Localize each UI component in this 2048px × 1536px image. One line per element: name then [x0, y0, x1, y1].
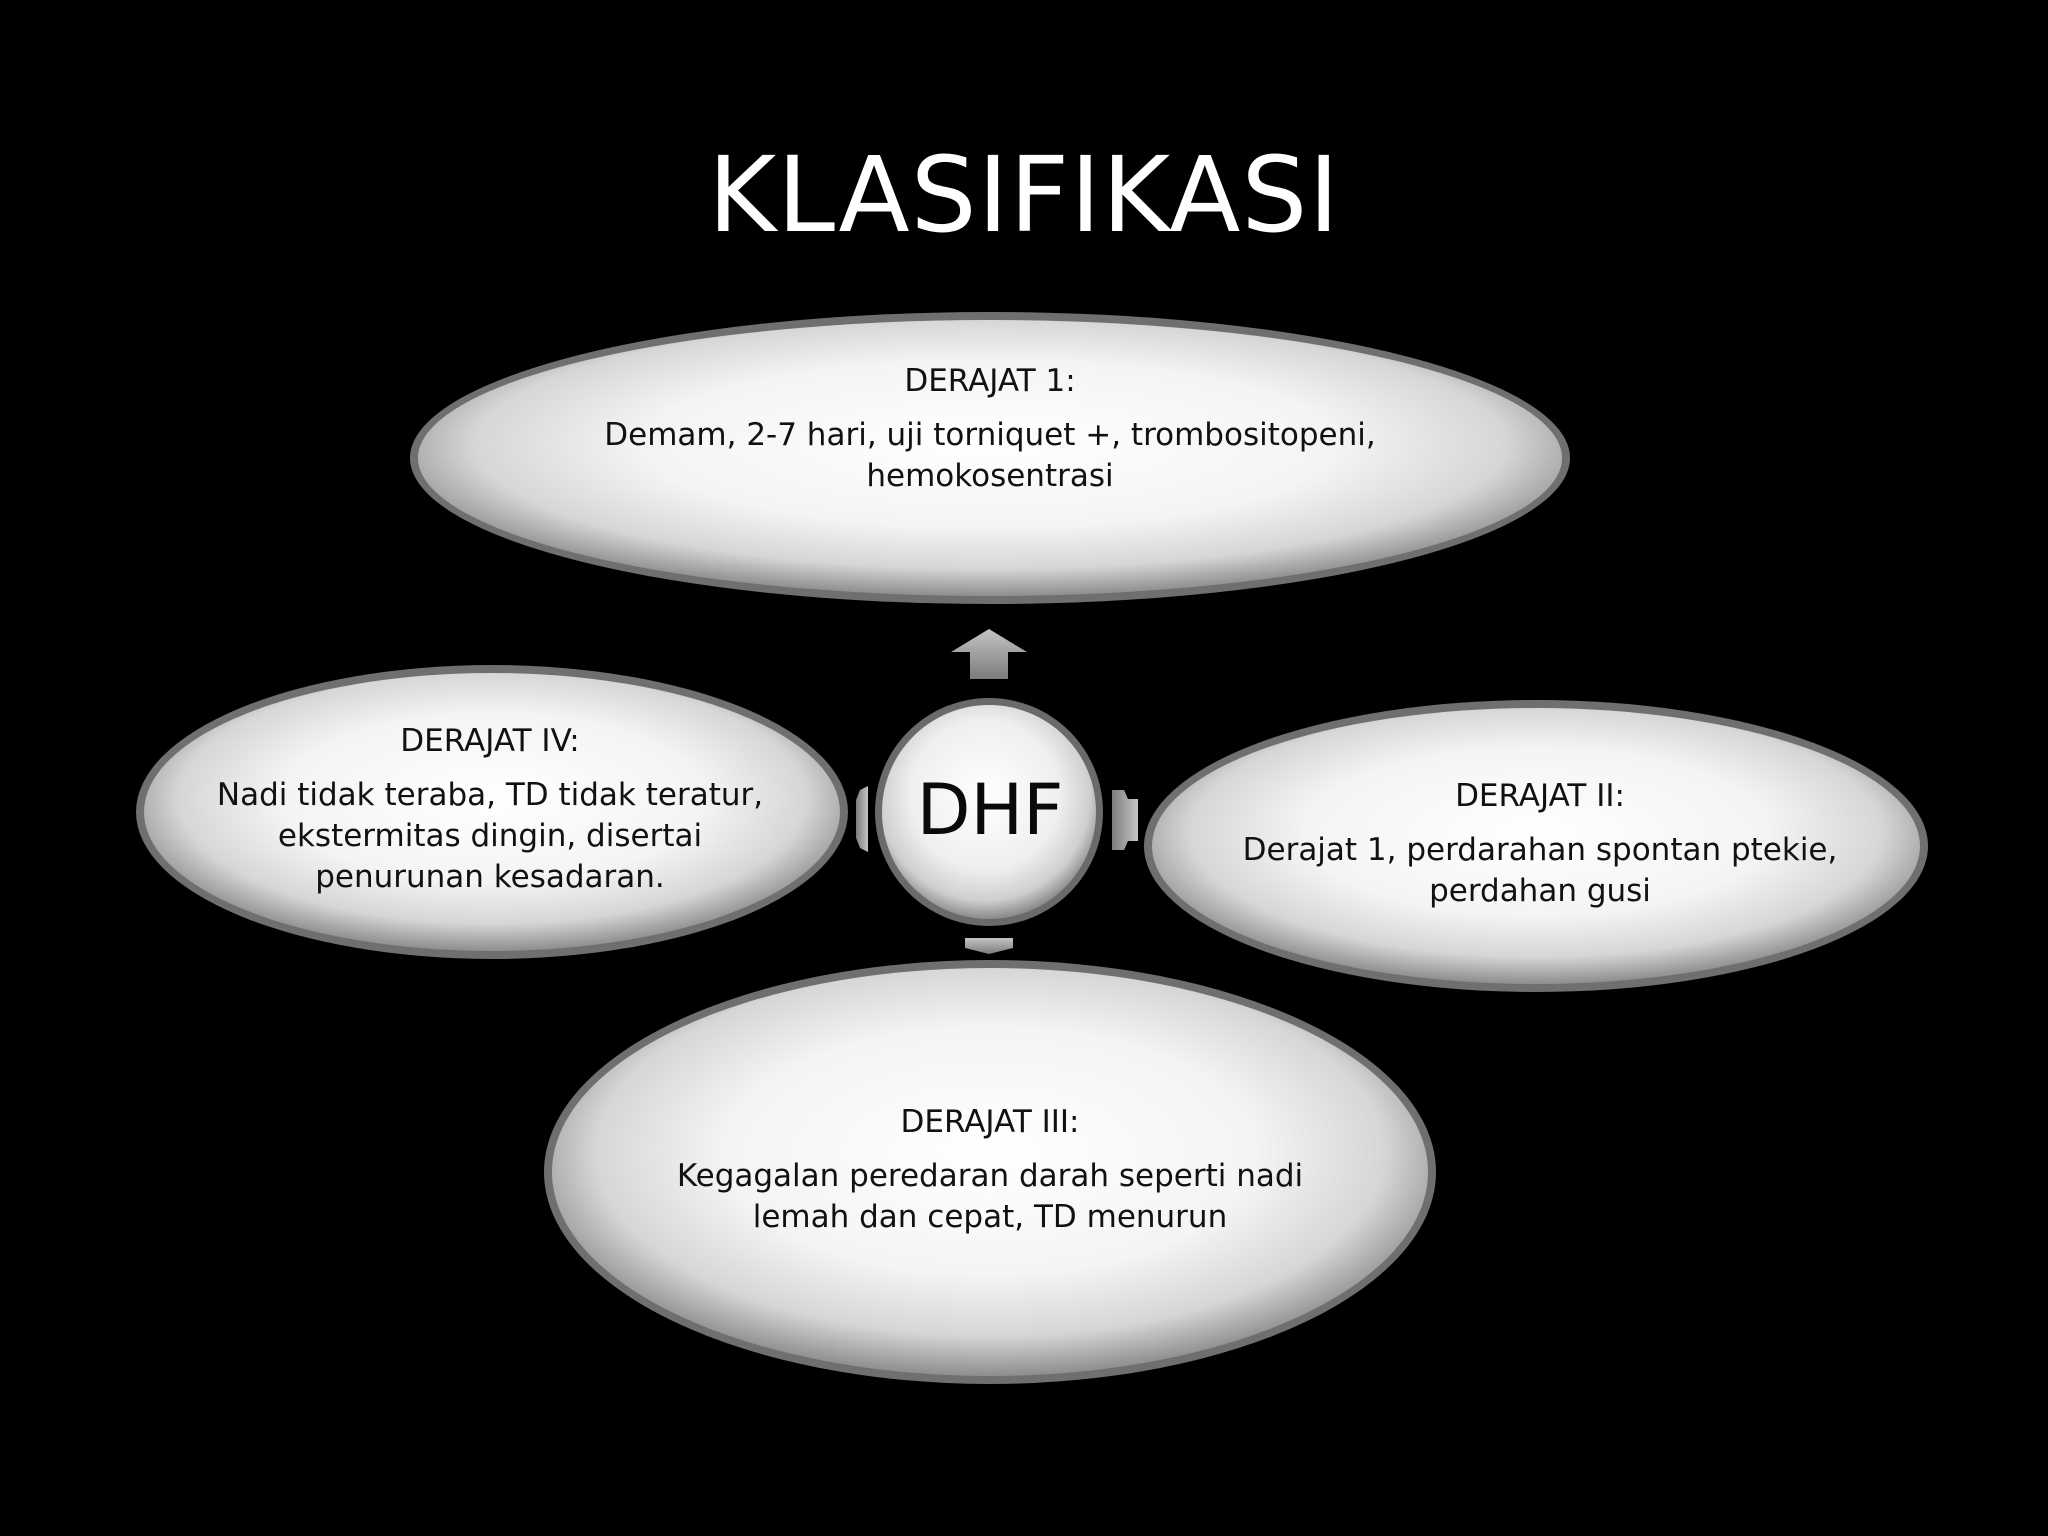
- grade-3-description: Kegagalan peredaran darah seperti nadi l…: [676, 1158, 1304, 1235]
- grade-4-description: Nadi tidak teraba, TD tidak teratur, eks…: [216, 777, 764, 895]
- oval-derajat-1: [410, 312, 1570, 604]
- center-label: DHF: [916, 769, 1064, 851]
- grade-1-text: DERAJAT 1: Demam, 2-7 hari, uji tornique…: [560, 361, 1420, 497]
- grade-3-heading: DERAJAT III:: [900, 1104, 1080, 1140]
- oval-derajat-2: [1144, 700, 1928, 992]
- grade-1-description: Demam, 2-7 hari, uji torniquet +, trombo…: [604, 417, 1376, 494]
- grade-2-heading: DERAJAT II:: [1455, 778, 1625, 814]
- oval-derajat-4: [136, 665, 848, 959]
- arrow-right-icon: [1112, 790, 1138, 850]
- grade-4-heading: DERAJAT IV:: [400, 723, 580, 759]
- slide-title: KLASIFIKASI: [707, 134, 1341, 256]
- center-circle: [875, 698, 1103, 926]
- grade-3-text: DERAJAT III: Kegagalan peredaran darah s…: [640, 1102, 1340, 1238]
- arrow-down-icon: [965, 938, 1013, 954]
- grade-4-text: DERAJAT IV: Nadi tidak teraba, TD tidak …: [200, 721, 780, 898]
- grade-1-heading: DERAJAT 1:: [904, 363, 1076, 399]
- arrow-up-icon: [951, 629, 1027, 679]
- grade-2-text: DERAJAT II: Derajat 1, perdarahan sponta…: [1200, 776, 1880, 912]
- oval-derajat-3: [544, 960, 1436, 1384]
- arrow-left-icon: [856, 786, 868, 852]
- grade-2-description: Derajat 1, perdarahan spontan ptekie, pe…: [1242, 832, 1838, 909]
